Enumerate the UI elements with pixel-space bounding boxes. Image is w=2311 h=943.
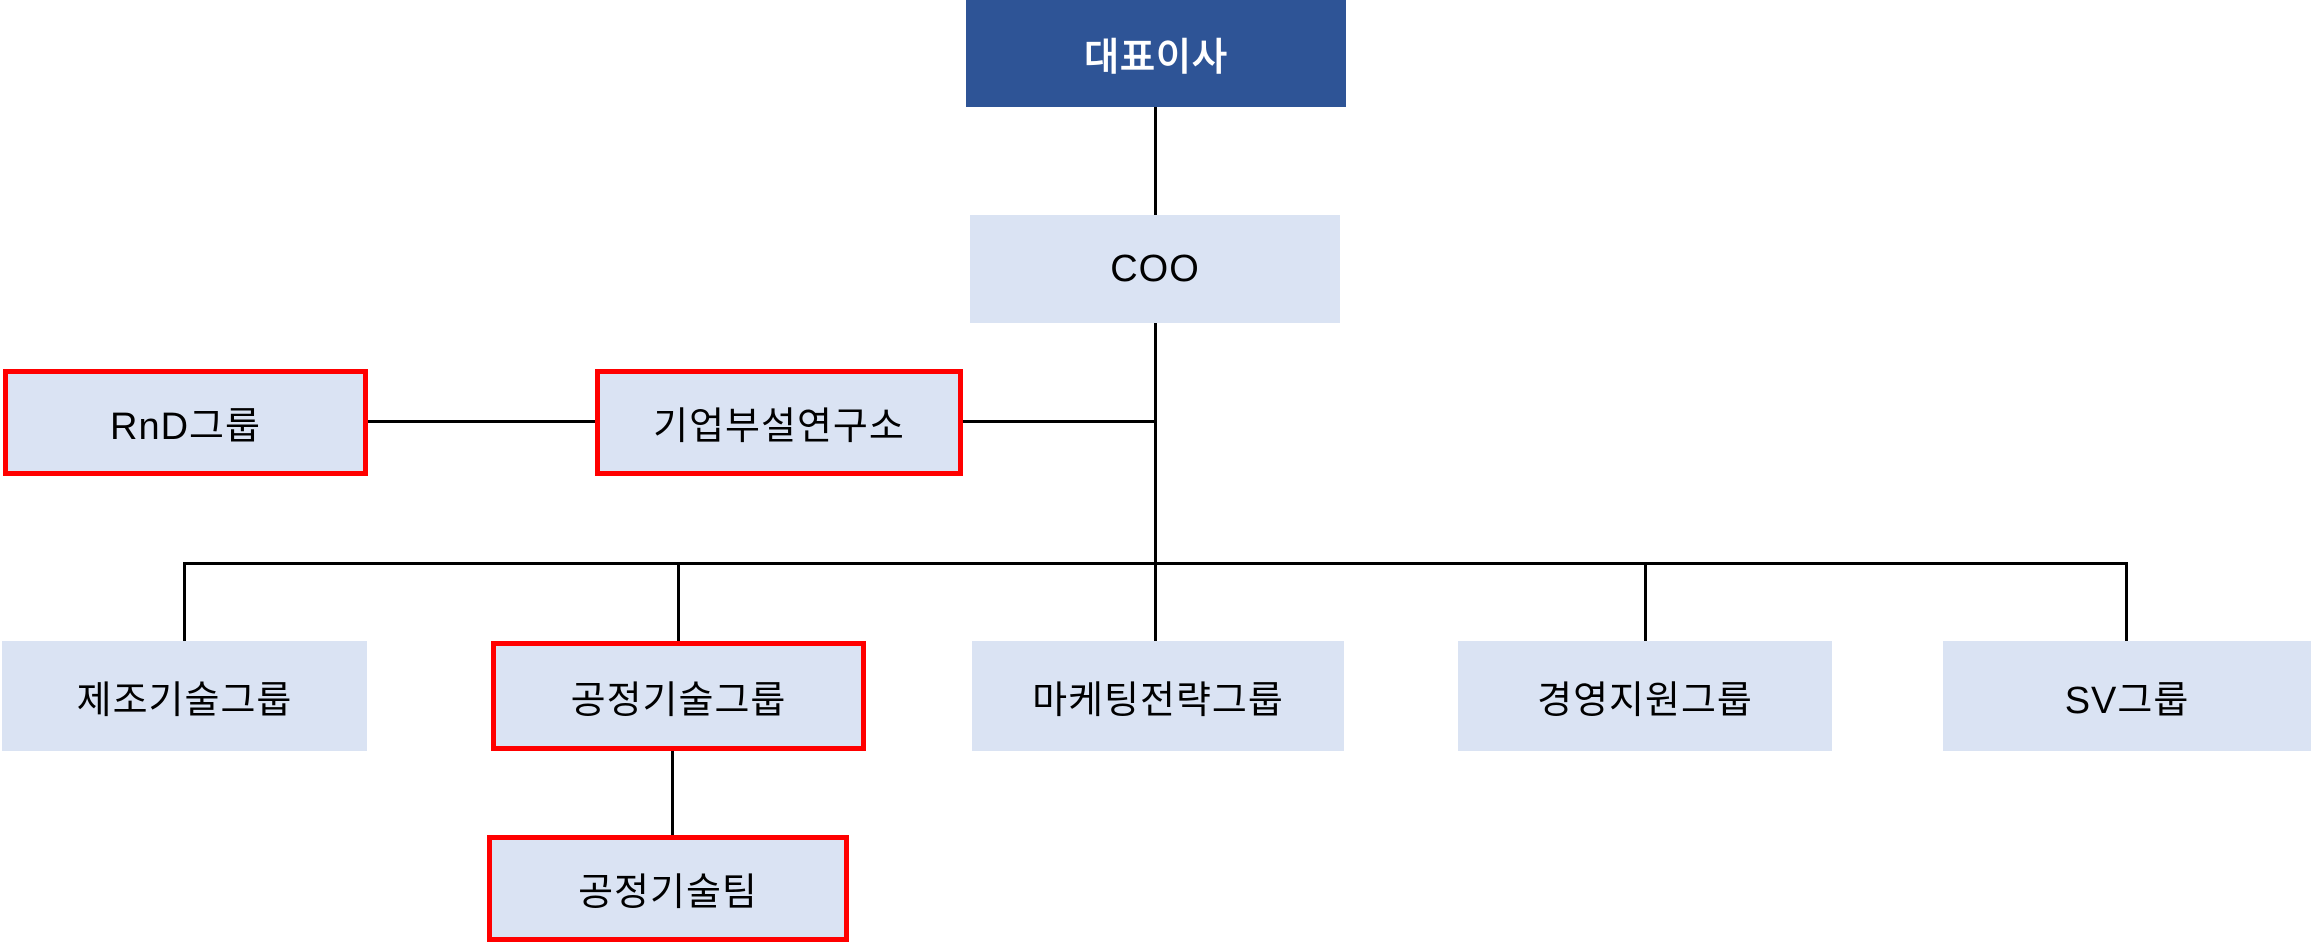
connector-drop-mgmt — [1644, 562, 1647, 641]
node-process-tech-team[interactable]: 공정기술팀 — [487, 835, 849, 942]
node-ceo-label: 대표이사 — [1084, 37, 1228, 79]
node-ceo[interactable]: 대표이사 — [966, 0, 1346, 107]
node-coo[interactable]: COO — [970, 215, 1340, 323]
node-research-institute[interactable]: 기업부설연구소 — [595, 369, 963, 476]
connector-rnd-research — [368, 420, 595, 423]
node-sv-group[interactable]: SV그룹 — [1943, 641, 2311, 751]
connector-drop-process — [677, 562, 680, 641]
node-rnd-group-label: RnD그룹 — [110, 406, 261, 448]
node-research-institute-label: 기업부설연구소 — [653, 406, 905, 448]
node-manufacturing-tech-group[interactable]: 제조기술그룹 — [2, 641, 367, 751]
node-process-tech-team-label: 공정기술팀 — [578, 872, 758, 914]
node-sv-group-label: SV그룹 — [2064, 679, 2190, 722]
node-management-support-group[interactable]: 경영지원그룹 — [1458, 641, 1832, 751]
connector-distribution-line — [184, 562, 2128, 565]
connector-drop-mfg — [183, 562, 186, 641]
connector-research-main — [963, 420, 1156, 423]
node-marketing-strategy-group[interactable]: 마케팅전략그룹 — [972, 641, 1344, 751]
node-manufacturing-tech-group-label: 제조기술그룹 — [76, 679, 293, 722]
node-coo-label: COO — [1110, 247, 1200, 290]
node-process-tech-group-label: 공정기술그룹 — [570, 679, 787, 722]
node-management-support-group-label: 경영지원그룹 — [1537, 679, 1753, 722]
connector-process-team — [671, 751, 674, 835]
node-marketing-strategy-group-label: 마케팅전략그룹 — [1032, 679, 1284, 722]
connector-ceo-coo — [1154, 107, 1157, 215]
node-process-tech-group[interactable]: 공정기술그룹 — [491, 641, 866, 751]
connector-coo-main-vertical — [1154, 323, 1157, 641]
connector-drop-sv — [2125, 562, 2128, 641]
node-rnd-group[interactable]: RnD그룹 — [3, 369, 368, 476]
